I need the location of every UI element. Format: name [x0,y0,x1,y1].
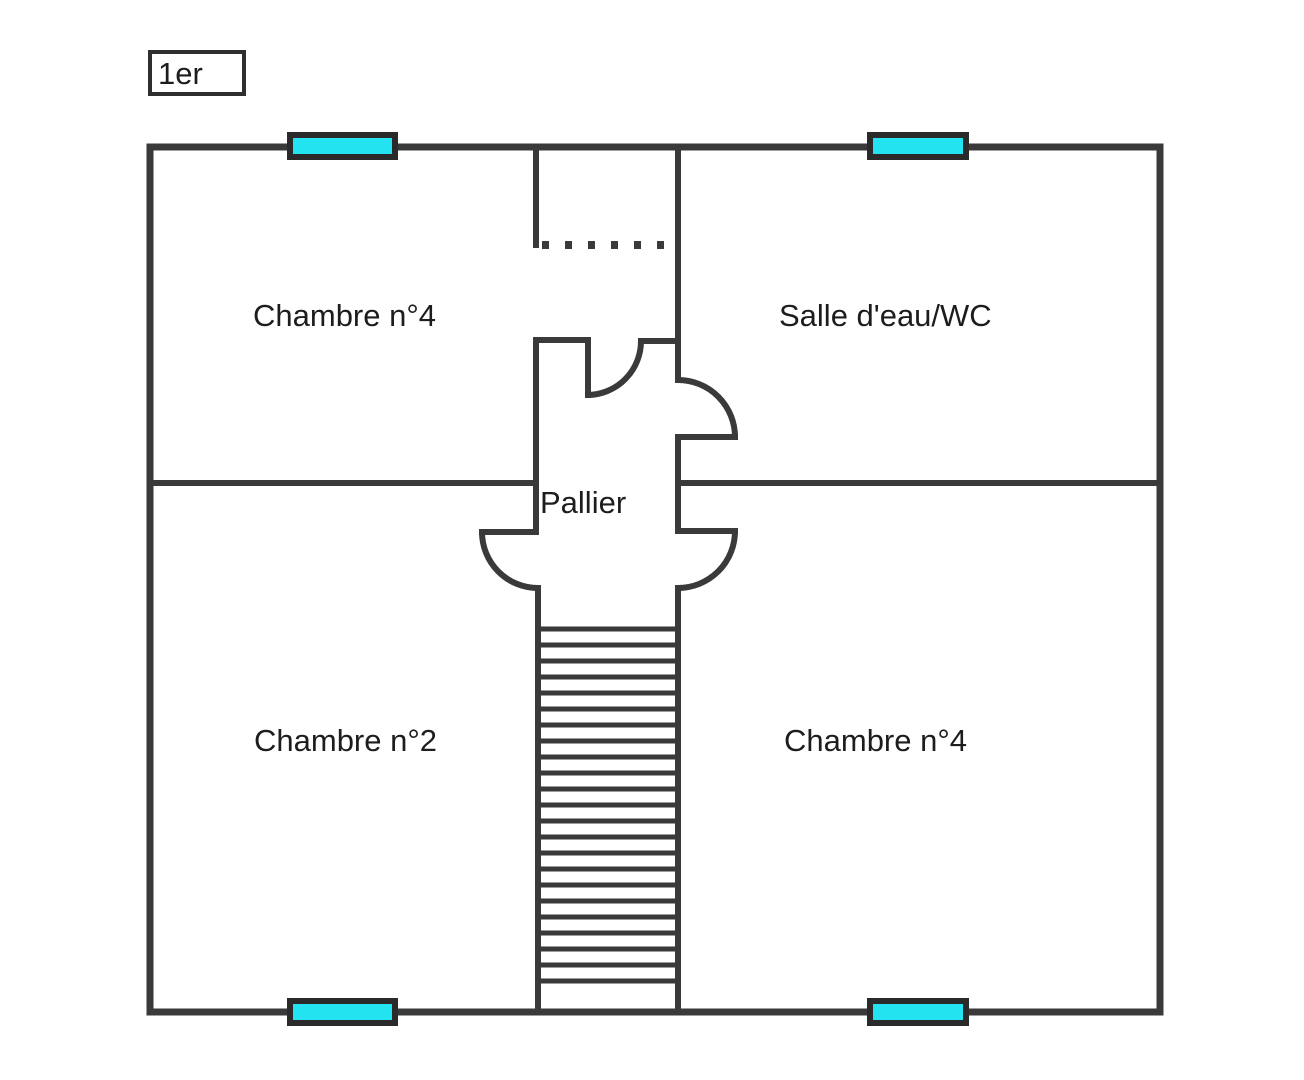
outer-walls [146,143,1164,1016]
window-top-right [867,132,969,160]
room-label-salle-eau-wc: Salle d'eau/WC [779,298,992,333]
window-top-left [287,132,398,160]
windows [287,132,969,1026]
window-bottom-left [287,998,398,1026]
pallier-outline [478,337,739,1015]
room-label-chambre-4-top: Chambre n°4 [253,298,436,333]
stairs [538,626,676,984]
door-arc-chambre2 [478,528,542,592]
pallier-top-left-edge [533,337,591,398]
room-label-chambre-4-bottom: Chambre n°4 [784,723,967,758]
window-bottom-right [867,998,969,1026]
room-label-pallier: Pallier [540,485,627,520]
interior-walls [147,144,1163,486]
door-arc-chambre4-top [584,337,645,399]
floor-badge: 1er [148,50,246,96]
room-label-chambre-2: Chambre n°2 [254,723,437,758]
pallier-jamb-salle-eau [675,434,738,486]
door-arc-salle-eau [674,376,739,441]
door-arc-chambre4-bot [674,527,739,592]
floor-badge-label: 1er [158,55,203,91]
